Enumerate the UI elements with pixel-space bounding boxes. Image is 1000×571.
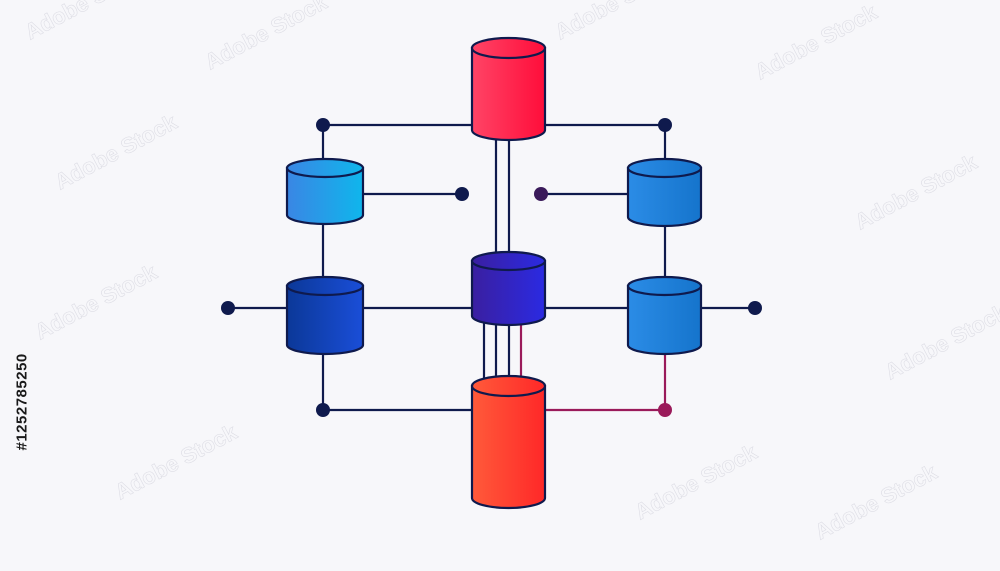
- svg-text:Adobe Stock: Adobe Stock: [201, 0, 332, 74]
- database-cylinder-icon: [470, 374, 547, 510]
- junction-dot: [534, 187, 548, 201]
- svg-text:Adobe Stock: Adobe Stock: [111, 419, 242, 505]
- connector-lines: [228, 123, 755, 412]
- junction-dot: [316, 403, 330, 417]
- svg-text:Adobe Stock: Adobe Stock: [21, 0, 152, 44]
- junction-dot: [658, 118, 672, 132]
- database-cylinder-icon: [626, 275, 703, 356]
- database-cylinder-icon: [626, 157, 703, 228]
- svg-text:Adobe Stock: Adobe Stock: [551, 0, 682, 44]
- svg-text:Adobe Stock: Adobe Stock: [851, 149, 982, 235]
- database-cylinder-icon: [470, 250, 547, 327]
- database-cylinder-icon: [285, 275, 365, 356]
- junction-dot: [221, 301, 235, 315]
- database-cylinder-icon: [470, 36, 547, 142]
- junction-dot: [316, 118, 330, 132]
- database-nodes: [285, 36, 703, 510]
- svg-text:Adobe Stock: Adobe Stock: [51, 109, 182, 195]
- junction-dot: [455, 187, 469, 201]
- accent-connectors: [519, 322, 667, 412]
- junction-dots: [221, 118, 762, 417]
- svg-text:Adobe Stock: Adobe Stock: [751, 0, 882, 84]
- database-cylinder-icon: [285, 157, 365, 226]
- svg-text:Adobe Stock: Adobe Stock: [881, 299, 1000, 385]
- junction-dot: [748, 301, 762, 315]
- junction-dot: [658, 403, 672, 417]
- svg-text:Adobe Stock: Adobe Stock: [31, 259, 162, 345]
- svg-text:Adobe Stock: Adobe Stock: [631, 439, 762, 525]
- stock-id-watermark: #1252785250: [13, 353, 31, 451]
- svg-text:Adobe Stock: Adobe Stock: [811, 459, 942, 545]
